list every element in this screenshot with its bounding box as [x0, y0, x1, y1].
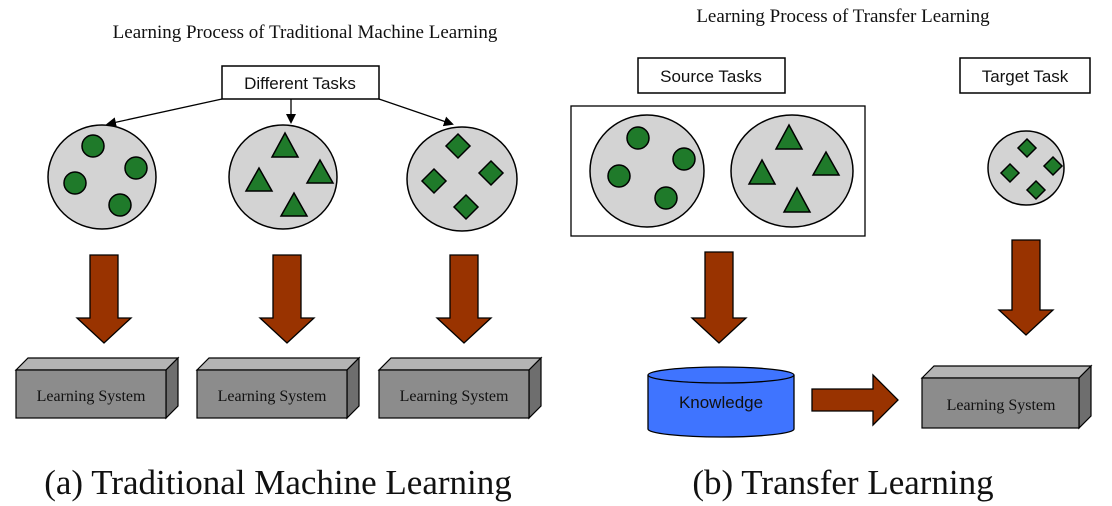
diamond-shape: [1016, 137, 1038, 159]
diamond-shape: [452, 193, 480, 221]
target-task-label: Target Task: [982, 67, 1069, 86]
down-arrow-1: [75, 254, 133, 344]
arrow-to-task-3: [378, 98, 454, 127]
down-arrow-2: [258, 254, 316, 344]
diamond-shape: [1042, 155, 1064, 177]
arrow-to-task-1: [106, 98, 223, 128]
learning-system-box-2: Learning System: [195, 356, 361, 420]
task-circles-left: [47, 124, 157, 230]
diamond-shape: [1025, 179, 1047, 201]
task-triangles-left: [228, 124, 338, 230]
circle-shape: [607, 164, 631, 188]
different-tasks-box: Different Tasks: [221, 65, 380, 100]
triangle-shape: [782, 186, 812, 213]
knowledge-to-system-arrow: [811, 373, 899, 427]
learning-system-label-1: Learning System: [37, 388, 146, 405]
left-heading: Learning Process of Traditional Machine …: [113, 22, 498, 43]
down-arrows-left: [75, 254, 493, 344]
circle-shape: [81, 134, 105, 158]
circle-shape: [124, 156, 148, 180]
circle-shape: [108, 193, 132, 217]
circle-shape: [626, 126, 650, 150]
target-task-box: Target Task: [959, 57, 1091, 94]
triangle-shape: [270, 131, 300, 158]
source-tasks-label: Source Tasks: [660, 67, 762, 86]
knowledge-label: Knowledge: [679, 393, 763, 412]
caption-left: (a) Traditional Machine Learning: [44, 463, 512, 502]
knowledge-cylinder: Knowledge: [647, 366, 795, 438]
source-tasks-box: Source Tasks: [637, 57, 786, 94]
diamond-shape: [444, 132, 472, 160]
learning-system-label-target: Learning System: [947, 397, 1056, 414]
down-arrow-target: [997, 239, 1055, 336]
task-diamonds-target: [987, 130, 1065, 206]
diamond-shape: [420, 167, 448, 195]
right-heading: Learning Process of Transfer Learning: [696, 6, 990, 27]
caption-right: (b) Transfer Learning: [692, 463, 993, 502]
triangle-shape: [305, 158, 335, 184]
learning-system-box-1: Learning System: [14, 356, 180, 420]
circle-shape: [654, 186, 678, 210]
task-circles-source: [589, 114, 705, 228]
learning-system-label-3: Learning System: [400, 388, 509, 405]
triangle-shape: [811, 150, 841, 176]
triangle-shape: [244, 166, 274, 192]
triangle-shape: [747, 158, 777, 185]
task-triangles-source: [730, 114, 854, 228]
triangle-shape: [279, 191, 309, 217]
diamond-shape: [477, 159, 505, 187]
down-arrow-3: [435, 254, 493, 344]
task-diamonds-left: [406, 126, 518, 232]
learning-system-box-3: Learning System: [377, 356, 543, 420]
down-arrow-source: [690, 251, 748, 344]
learning-system-box-target: Learning System: [920, 364, 1093, 430]
different-tasks-label: Different Tasks: [244, 74, 356, 93]
diamond-shape: [999, 162, 1021, 184]
learning-system-label-2: Learning System: [218, 388, 327, 405]
circle-shape: [63, 171, 87, 195]
triangle-shape: [774, 123, 804, 150]
circle-shape: [672, 147, 696, 171]
task-arrows: [106, 98, 454, 128]
